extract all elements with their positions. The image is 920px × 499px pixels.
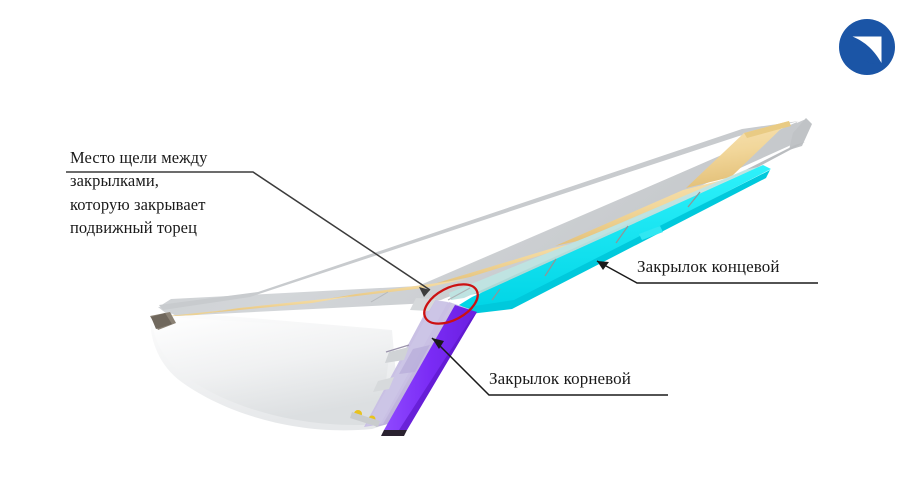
slat-mid: [427, 238, 597, 286]
wing-root-tip-shadow: [151, 313, 172, 329]
tip-flap-bright-edge: [459, 165, 771, 310]
wing-panel-line-1: [447, 287, 471, 301]
tip-flap-tab: [639, 226, 663, 240]
root-flap-edge-shadow: [399, 312, 477, 430]
flap-track-fairing-low: [373, 377, 394, 392]
slat-outboard: [686, 121, 789, 188]
slat-outboard-edge: [744, 121, 791, 138]
wing-underside-surface: [152, 316, 392, 426]
tip-flap-upper-surface-2: [449, 166, 762, 300]
wing-upper-surface-main: [158, 122, 797, 314]
gap-highlight-ellipse: [423, 283, 479, 325]
callout-tip-flap-text: Закрылок концевой: [637, 257, 780, 276]
tip-flap-panel-line-3: [544, 258, 557, 277]
uac-logo: [838, 18, 896, 76]
logo-wing-sweep: [851, 37, 881, 64]
flap-track-fairing-mid: [385, 347, 409, 363]
tip-flap-panel-line-2: [615, 225, 629, 244]
slat-inboard-b: [198, 296, 353, 314]
wing-leading-edge-band: [159, 121, 799, 310]
wing-tip-cap: [789, 118, 812, 150]
leader-tip-flap: [596, 260, 818, 284]
root-flap-shadow-patch: [399, 345, 430, 374]
logo-wing-mark: [852, 36, 882, 63]
root-flap-panel-line-1: [385, 344, 410, 353]
leader-gap: [66, 171, 431, 297]
callout-root-flap-text: Закрылок корневой: [489, 369, 631, 388]
callout-gap-text: Место щели между закрылками, которую зак…: [70, 148, 208, 238]
uac-logo-icon: [839, 19, 895, 75]
tip-flap-panel-line-1: [687, 191, 701, 208]
actuator-bracket: [350, 412, 380, 427]
root-flap-bright-edge: [384, 305, 477, 430]
root-flap-end-cap: [381, 430, 407, 436]
leader-root-flap: [431, 337, 668, 396]
tip-flap-panel-line-4: [491, 288, 501, 301]
wing-panel-line-2: [370, 291, 389, 303]
slat-inboard-a: [315, 279, 467, 301]
